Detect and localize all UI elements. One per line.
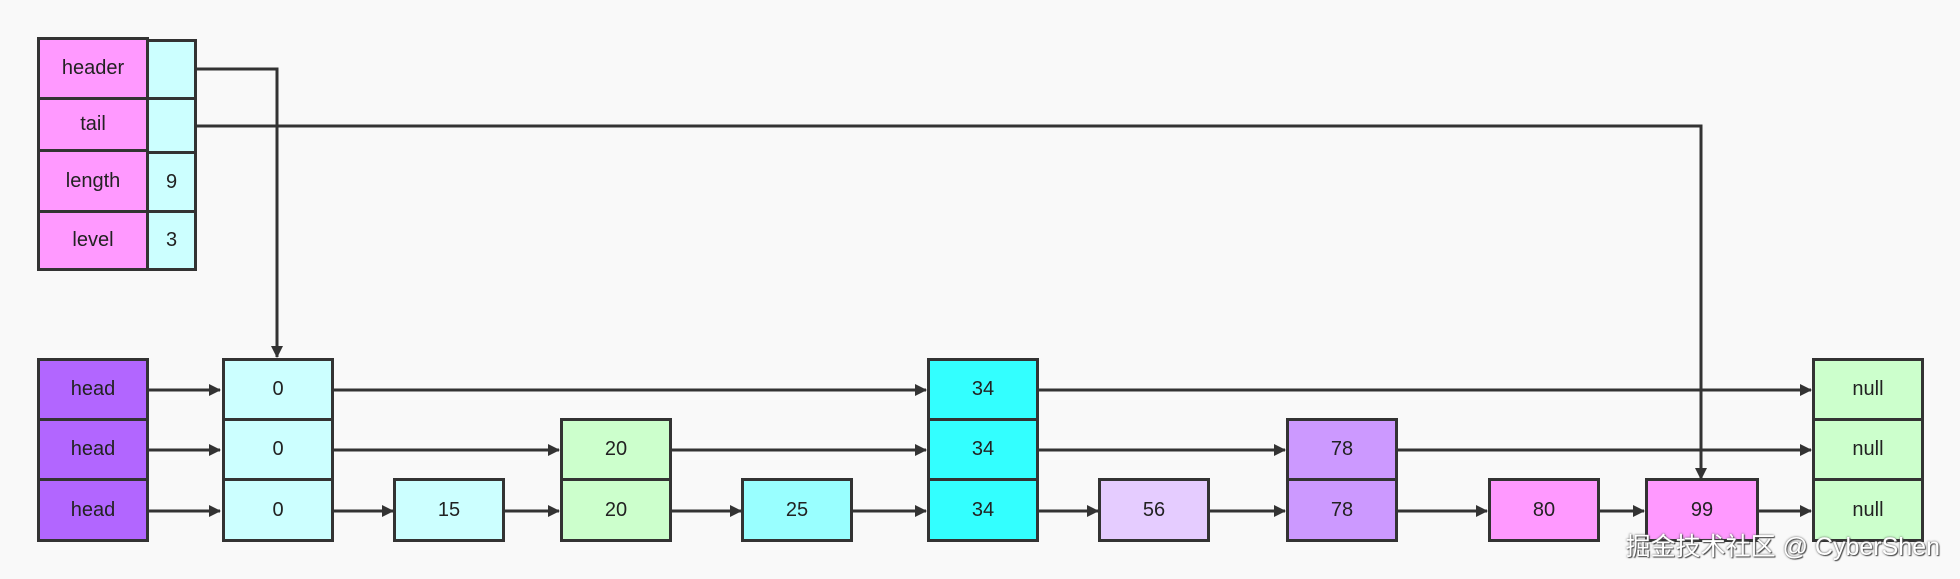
tail-field-value <box>146 97 197 154</box>
node-20-level1: 20 <box>560 478 672 542</box>
header-field-value <box>146 39 197 100</box>
node-0-level2: 0 <box>222 418 334 481</box>
node-56-level1: 56 <box>1098 478 1210 542</box>
node-78-level2: 78 <box>1286 418 1398 481</box>
node-78-level1: 78 <box>1286 478 1398 542</box>
node-34-level1: 34 <box>927 478 1039 542</box>
head-node-level3: head <box>37 358 149 421</box>
null-node-level3: null <box>1812 358 1924 421</box>
node-80-level1: 80 <box>1488 478 1600 542</box>
watermark: 掘金技术社区 @ CyberShen <box>1625 533 1940 561</box>
head-node-level1: head <box>37 478 149 542</box>
node-25-level1: 25 <box>741 478 853 542</box>
node-15-level1: 15 <box>393 478 505 542</box>
node-20-level2: 20 <box>560 418 672 481</box>
null-node-level1: null <box>1812 478 1924 542</box>
node-0-level1: 0 <box>222 478 334 542</box>
node-99-level1: 99 <box>1645 478 1759 542</box>
header-field-label: header <box>37 37 149 100</box>
length-field-value: 9 <box>146 151 197 213</box>
node-34-level2: 34 <box>927 418 1039 481</box>
head-node-level2: head <box>37 418 149 481</box>
level-field-label: level <box>37 210 149 271</box>
tail-field-label: tail <box>37 97 149 152</box>
node-0-level3: 0 <box>222 358 334 421</box>
header-pointer-arrow <box>196 67 283 358</box>
level-field-value: 3 <box>146 210 197 271</box>
null-node-level2: null <box>1812 418 1924 481</box>
tail-pointer-arrow <box>196 124 1707 480</box>
length-field-label: length <box>37 149 149 213</box>
node-34-level3: 34 <box>927 358 1039 421</box>
